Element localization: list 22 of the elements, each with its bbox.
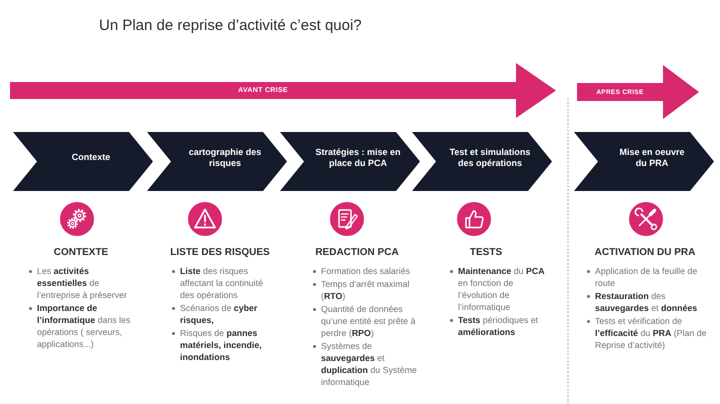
process-step: cartographie des risques bbox=[147, 132, 287, 191]
column-heading: ACTIVATION DU PRA bbox=[594, 247, 696, 258]
bullet-item: Restauration des sauvegardes et données bbox=[585, 290, 713, 314]
bullet-item: Importance de l’informatique dans les opérations ( serveurs, applications...) bbox=[27, 302, 133, 350]
process-step: Mise en oeuvre du PRA bbox=[574, 132, 714, 191]
process-step: Contexte bbox=[13, 132, 153, 191]
bullet-item: Temps d’arrêt maximal (RTO) bbox=[311, 278, 423, 302]
bullet-item: Systèmes de sauvegardes et duplication du Système informatique bbox=[311, 340, 423, 388]
column-heading: REDACTION PCA bbox=[315, 247, 399, 258]
bullet-item: Formation des salariés bbox=[311, 265, 423, 277]
bullet-item: Liste des risques affectant la continuité des opérations bbox=[170, 265, 274, 301]
column-heading: LISTE DES RISQUES bbox=[170, 247, 270, 258]
process-step: Test et simulations des opérations bbox=[412, 132, 552, 191]
bullet-item: Les activités essentielles de l’entreprise à préserver bbox=[27, 265, 133, 301]
column-heading: TESTS bbox=[470, 247, 502, 258]
bullet-item: Tests périodiques et améliorations bbox=[448, 314, 550, 338]
bullet-item: Tests et vérification de l’efficacité du PRA (Plan de Reprise d’activité) bbox=[585, 315, 713, 351]
bullet-item: Risques de pannes matériels, incendie, inondations bbox=[170, 327, 274, 363]
process-step: Stratégies : mise en place du PCA bbox=[280, 132, 420, 191]
column-heading: CONTEXTE bbox=[54, 247, 108, 258]
title: Un Plan de reprise d’activité c’est quoi? bbox=[99, 17, 362, 34]
bullet-item: Quantité de données qu’une entité est prête à perdre (RPO) bbox=[311, 303, 423, 339]
